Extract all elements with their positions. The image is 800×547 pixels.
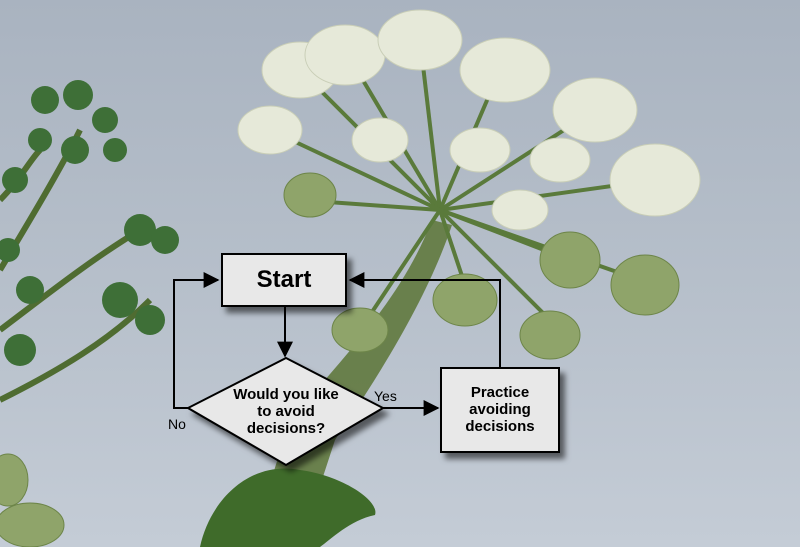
green-umbellets (0, 172, 680, 547)
decision-line-3: decisions? (246, 420, 326, 437)
yes-label: Yes (374, 388, 397, 404)
practice-line-2: avoiding (469, 401, 531, 418)
practice-line-1: Practice (470, 384, 530, 401)
no-label: No (168, 416, 186, 432)
arrow-decision-no (173, 272, 220, 409)
decision-label: Would you like to avoid decisions? (218, 386, 354, 437)
decision-line-2: to avoid (257, 403, 315, 420)
leaf-bottom (200, 468, 376, 547)
practice-box (440, 367, 560, 453)
practice-line-3: decisions (465, 418, 535, 435)
start-label: Start (256, 266, 312, 293)
main-stem (250, 220, 452, 547)
left-buds (0, 80, 179, 366)
start-box (221, 253, 347, 307)
flower-heads (237, 9, 701, 231)
practice-label: Practice avoiding decisions (442, 384, 558, 435)
decision-line-1: Would you like (233, 386, 339, 403)
decision-diamond (185, 356, 386, 467)
arrow-practice-to-start (348, 272, 501, 368)
